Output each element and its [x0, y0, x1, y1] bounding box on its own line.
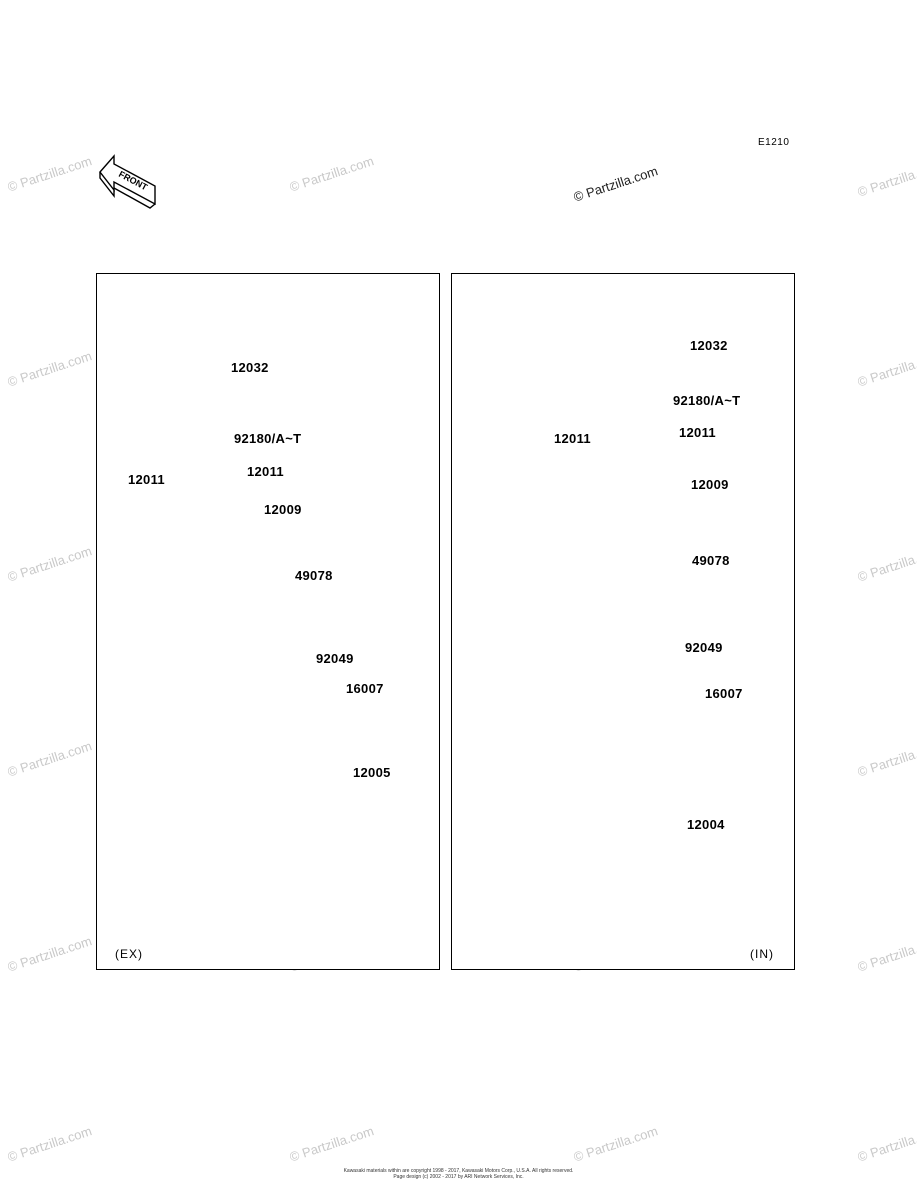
callout-ex-cotter-right[interactable]: 12011 [247, 464, 284, 479]
callout-ex-spring-seat[interactable]: 16007 [346, 681, 384, 696]
callout-in-tappet[interactable]: 12032 [690, 338, 728, 353]
diagram-code: E1210 [758, 137, 790, 148]
watermark: © Partzilla.com [855, 158, 917, 200]
exhaust-panel: (EX) [96, 273, 440, 970]
callout-ex-tappet[interactable]: 12032 [231, 360, 269, 375]
watermark: © Partzilla.com [5, 153, 94, 195]
callout-ex-stem-seal[interactable]: 92049 [316, 651, 354, 666]
watermark: © Partzilla.com [571, 163, 660, 205]
callout-in-spring[interactable]: 49078 [692, 553, 730, 568]
watermark: © Partzilla.com [855, 1123, 917, 1165]
watermark: © Partzilla.com [5, 738, 94, 780]
panel-label-intake: (IN) [750, 947, 774, 961]
panel-label-exhaust: (EX) [115, 947, 143, 961]
watermark: © Partzilla.com [855, 543, 917, 585]
copyright-line-1: Kawasaki materials within are copyright … [343, 1168, 574, 1174]
callout-ex-spring[interactable]: 49078 [295, 568, 333, 583]
callout-in-stem-seal[interactable]: 92049 [685, 640, 723, 655]
callout-in-valve[interactable]: 12004 [687, 817, 725, 832]
callout-ex-valve[interactable]: 12005 [353, 765, 391, 780]
callout-in-shim[interactable]: 92180/A~T [673, 393, 741, 408]
watermark: © Partzilla.com [855, 933, 917, 975]
callout-in-cotter-left[interactable]: 12011 [554, 431, 591, 446]
copyright-line-2: Page design (c) 2002 - 2017 by ARI Netwo… [393, 1174, 524, 1180]
callout-in-cotter-right[interactable]: 12011 [679, 425, 716, 440]
watermark: © Partzilla.com [287, 153, 376, 195]
callout-ex-cotter-left[interactable]: 12011 [128, 472, 165, 487]
callout-ex-retainer[interactable]: 12009 [264, 502, 302, 517]
watermark: © Partzilla.com [5, 1123, 94, 1165]
callout-in-spring-seat[interactable]: 16007 [705, 686, 743, 701]
watermark: © Partzilla.com [5, 933, 94, 975]
watermark: © Partzilla.com [571, 1123, 660, 1165]
watermark: © Partzilla.com [855, 738, 917, 780]
front-label: FRONT [117, 169, 150, 193]
watermark: © Partzilla.com [5, 543, 94, 585]
copyright-notice: Kawasaki materials within are copyright … [0, 1168, 917, 1180]
intake-panel: (IN) [451, 273, 795, 970]
callout-ex-shim[interactable]: 92180/A~T [234, 431, 302, 446]
callout-in-retainer[interactable]: 12009 [691, 477, 729, 492]
watermark: © Partzilla.com [5, 348, 94, 390]
watermark: © Partzilla.com [855, 348, 917, 390]
watermark: © Partzilla.com [287, 1123, 376, 1165]
